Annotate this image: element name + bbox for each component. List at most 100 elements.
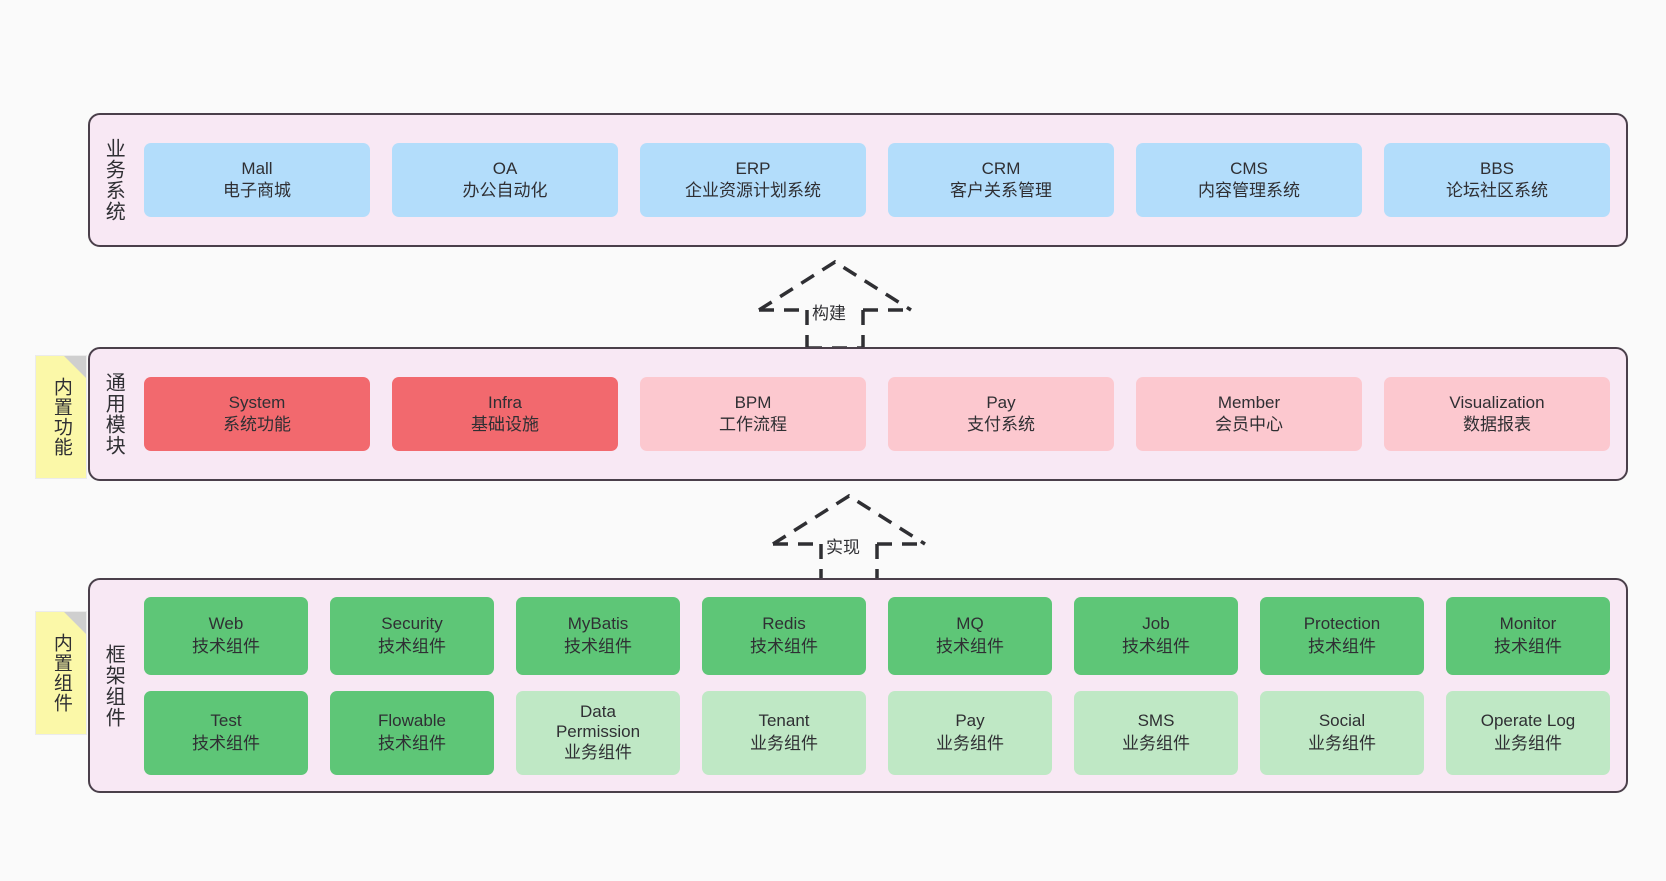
node-subtitle: 技术组件 xyxy=(936,636,1004,656)
node-flowable[interactable]: Flowable 技术组件 xyxy=(330,690,494,775)
sticky-note-label: 内置功能 xyxy=(50,377,72,457)
node-title: Job xyxy=(1142,614,1170,634)
layer-body-framework-component: Web 技术组件 Security 技术组件 MyBatis 技术组件 Redi… xyxy=(136,580,1626,791)
node-subtitle: 电子商城 xyxy=(223,181,291,200)
node-subtitle: 业务组件 xyxy=(1494,733,1562,753)
node-title: Redis xyxy=(762,614,806,634)
node-subtitle: 办公自动化 xyxy=(462,181,548,200)
node-title: Security xyxy=(381,614,443,634)
node-title: Data Permission xyxy=(555,702,641,742)
node-subtitle: 客户关系管理 xyxy=(950,181,1052,200)
node-title: Social xyxy=(1318,711,1366,731)
node-mall[interactable]: Mall 电子商城 xyxy=(144,143,370,217)
node-bbs[interactable]: BBS 论坛社区系统 xyxy=(1384,143,1610,217)
node-title: OA xyxy=(492,158,518,178)
node-title: System xyxy=(228,392,286,412)
node-test[interactable]: Test 技术组件 xyxy=(144,690,308,775)
node-subtitle: 数据报表 xyxy=(1463,415,1531,434)
node-protection[interactable]: Protection 技术组件 xyxy=(1260,596,1424,675)
node-web[interactable]: Web 技术组件 xyxy=(144,596,308,675)
node-subtitle: 论坛社区系统 xyxy=(1446,181,1548,200)
node-title: Protection xyxy=(1303,614,1381,634)
node-mybatis[interactable]: MyBatis 技术组件 xyxy=(516,596,680,675)
node-subtitle: 业务组件 xyxy=(936,733,1004,753)
layer-title-business-system: 业务系统 xyxy=(102,138,125,222)
node-title: Flowable xyxy=(377,711,447,731)
node-subtitle: 技术组件 xyxy=(378,636,446,656)
node-cms[interactable]: CMS 内容管理系统 xyxy=(1136,143,1362,217)
node-data-permission[interactable]: Data Permission 业务组件 xyxy=(516,690,680,775)
node-title: Pay xyxy=(955,711,985,731)
node-subtitle: 技术组件 xyxy=(192,636,260,656)
node-member[interactable]: Member 会员中心 xyxy=(1136,377,1362,451)
node-subtitle: 业务组件 xyxy=(1308,733,1376,753)
node-subtitle: 技术组件 xyxy=(1494,636,1562,656)
node-mq[interactable]: MQ 技术组件 xyxy=(888,596,1052,675)
node-subtitle: 技术组件 xyxy=(1308,636,1376,656)
node-infra[interactable]: Infra 基础设施 xyxy=(392,377,618,451)
node-tenant[interactable]: Tenant 业务组件 xyxy=(702,690,866,775)
node-subtitle: 技术组件 xyxy=(192,733,260,753)
node-subtitle: 技术组件 xyxy=(564,636,632,656)
node-security[interactable]: Security 技术组件 xyxy=(330,596,494,675)
row-framework-business: Test 技术组件 Flowable 技术组件 Data Permission … xyxy=(144,690,1610,775)
row-framework-tech: Web 技术组件 Security 技术组件 MyBatis 技术组件 Redi… xyxy=(144,596,1610,675)
node-title: Tenant xyxy=(758,711,810,731)
node-title: BPM xyxy=(734,392,772,412)
node-subtitle: 系统功能 xyxy=(223,415,291,434)
node-subtitle: 技术组件 xyxy=(750,636,818,656)
node-bpm[interactable]: BPM 工作流程 xyxy=(640,377,866,451)
node-title: CMS xyxy=(1230,158,1268,178)
note-fold-corner-icon xyxy=(64,612,86,634)
node-title: MyBatis xyxy=(567,614,629,634)
layer-body-business-system: Mall 电子商城 OA 办公自动化 ERP 企业资源计划系统 CRM 客户关系… xyxy=(136,115,1626,245)
layer-common-module: 通用模块 System 系统功能 Infra 基础设施 BPM 工作流程 Pay… xyxy=(88,347,1628,481)
node-subtitle: 业务组件 xyxy=(564,742,632,762)
node-monitor[interactable]: Monitor 技术组件 xyxy=(1446,596,1610,675)
layer-business-system: 业务系统 Mall 电子商城 OA 办公自动化 ERP 企业资源计划系统 CRM… xyxy=(88,113,1628,247)
connector-build-label: 构建 xyxy=(809,299,849,324)
arrow-head-implement xyxy=(772,493,926,546)
node-sms[interactable]: SMS 业务组件 xyxy=(1074,690,1238,775)
node-title: Operate Log xyxy=(1480,711,1576,731)
node-operate-log[interactable]: Operate Log 业务组件 xyxy=(1446,690,1610,775)
node-title: Test xyxy=(210,711,242,731)
node-subtitle: 基础设施 xyxy=(471,415,539,434)
node-redis[interactable]: Redis 技术组件 xyxy=(702,596,866,675)
layer-body-common-module: System 系统功能 Infra 基础设施 BPM 工作流程 Pay 支付系统… xyxy=(136,349,1626,479)
node-pay-component[interactable]: Pay 业务组件 xyxy=(888,690,1052,775)
node-subtitle: 会员中心 xyxy=(1215,415,1283,434)
node-title: BBS xyxy=(1479,158,1515,178)
layer-title-common-module: 通用模块 xyxy=(102,372,125,456)
note-fold-corner-icon xyxy=(64,356,86,378)
node-subtitle: 支付系统 xyxy=(967,415,1035,434)
node-subtitle: 企业资源计划系统 xyxy=(685,181,821,200)
node-title: Visualization xyxy=(1449,392,1545,412)
row-business-system-0: Mall 电子商城 OA 办公自动化 ERP 企业资源计划系统 CRM 客户关系… xyxy=(144,143,1610,217)
node-title: Mall xyxy=(241,158,273,178)
node-oa[interactable]: OA 办公自动化 xyxy=(392,143,618,217)
node-pay-module[interactable]: Pay 支付系统 xyxy=(888,377,1114,451)
sticky-note-builtin-component: 内置组件 xyxy=(36,612,86,734)
node-title: Web xyxy=(208,614,244,634)
node-crm[interactable]: CRM 客户关系管理 xyxy=(888,143,1114,217)
node-job[interactable]: Job 技术组件 xyxy=(1074,596,1238,675)
node-title: Infra xyxy=(487,392,523,412)
node-subtitle: 内容管理系统 xyxy=(1198,181,1300,200)
node-subtitle: 业务组件 xyxy=(750,733,818,753)
connector-implement-label: 实现 xyxy=(823,533,863,558)
node-social[interactable]: Social 业务组件 xyxy=(1260,690,1424,775)
row-common-module-0: System 系统功能 Infra 基础设施 BPM 工作流程 Pay 支付系统… xyxy=(144,377,1610,451)
node-subtitle: 工作流程 xyxy=(719,415,787,434)
connector-build: 构建 xyxy=(757,258,913,350)
node-subtitle: 业务组件 xyxy=(1122,733,1190,753)
node-erp[interactable]: ERP 企业资源计划系统 xyxy=(640,143,866,217)
node-title: MQ xyxy=(956,614,984,634)
node-system[interactable]: System 系统功能 xyxy=(144,377,370,451)
node-visualization[interactable]: Visualization 数据报表 xyxy=(1384,377,1610,451)
node-title: Member xyxy=(1217,392,1281,412)
sticky-note-builtin-function: 内置功能 xyxy=(36,356,86,478)
layer-framework-component: 框架组件 Web 技术组件 Security 技术组件 MyBatis 技术组件… xyxy=(88,578,1628,793)
sticky-note-label: 内置组件 xyxy=(50,633,72,713)
arrow-head-build xyxy=(758,259,912,312)
